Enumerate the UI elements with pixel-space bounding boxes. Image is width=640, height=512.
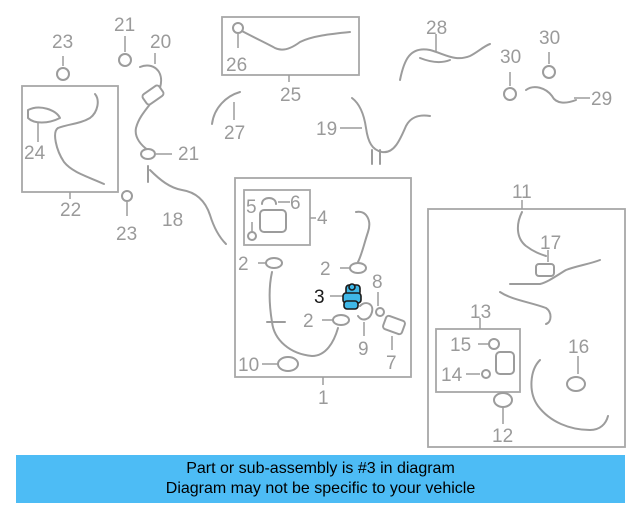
- callout-21a: 21: [114, 15, 135, 36]
- part-19-clip: [371, 149, 381, 165]
- part-28-hose: [399, 43, 491, 81]
- box-22: [21, 85, 119, 193]
- part-1-hose-upper: [355, 210, 371, 263]
- callout-21b: 21: [178, 144, 199, 165]
- part-14-seal: [481, 369, 491, 379]
- info-banner: Part or sub-assembly is #3 in diagram Di…: [16, 455, 625, 503]
- callout-17: 17: [540, 233, 561, 254]
- callout-23a: 23: [52, 32, 73, 53]
- banner-line-1: Part or sub-assembly is #3 in diagram: [186, 460, 455, 477]
- part-13-housing: [495, 351, 515, 375]
- part-10-clamp: [277, 356, 299, 372]
- part-1-pipe-lower: [268, 271, 339, 357]
- part-17-pipe: [509, 259, 601, 285]
- callout-14: 14: [441, 365, 463, 386]
- callout-5: 5: [246, 197, 257, 218]
- callout-30b: 30: [539, 28, 560, 49]
- part-21-clamp-mid: [140, 148, 172, 160]
- part-28-tube: [419, 57, 451, 64]
- box-11: [427, 208, 626, 448]
- callout-3[interactable]: 3: [314, 287, 325, 308]
- part-26-clamp: [232, 22, 244, 34]
- callout-22: 22: [60, 200, 81, 221]
- callout-4: 4: [317, 208, 328, 229]
- callout-6: 6: [290, 193, 301, 214]
- callout-19: 19: [316, 119, 337, 140]
- banner-line-2: Diagram may not be specific to your vehi…: [165, 480, 476, 497]
- callout-25: 25: [280, 85, 301, 106]
- callout-13: 13: [470, 302, 491, 323]
- callout-27: 27: [224, 123, 245, 144]
- part-24-pipe: [54, 93, 105, 185]
- callout-16: 16: [568, 337, 589, 358]
- part-17-tee: [535, 263, 555, 277]
- callout-23b: 23: [116, 224, 137, 245]
- part-16-clamp: [566, 376, 586, 392]
- part-6-thermostat: [261, 197, 277, 205]
- callout-24: 24: [24, 143, 46, 164]
- part-29-hose: [525, 86, 577, 104]
- callout-12: 12: [492, 426, 513, 447]
- part-16-hose: [530, 359, 609, 431]
- part-7-sensor: [382, 314, 406, 336]
- part-2-clamp-c: [332, 314, 350, 326]
- callout-30a: 30: [500, 47, 521, 68]
- box-25: [221, 16, 360, 76]
- callout-9: 9: [358, 339, 369, 360]
- callout-18: 18: [162, 210, 183, 231]
- part-24-bracket: [27, 106, 61, 124]
- part-23b-clamp: [121, 190, 133, 216]
- callout-8: 8: [372, 272, 383, 293]
- part-3-highlighted[interactable]: [330, 283, 362, 310]
- leaders-5-6: [251, 201, 290, 232]
- part-15-fitting: [488, 338, 500, 350]
- callout-11: 11: [512, 182, 532, 203]
- part-2-clamp-a: [265, 257, 283, 269]
- callout-26: 26: [226, 55, 247, 76]
- part-5-seal: [247, 231, 257, 241]
- callout-2a: 2: [238, 254, 249, 275]
- callout-15: 15: [450, 335, 471, 356]
- part-12-clamp: [493, 392, 513, 408]
- box-13: [435, 328, 521, 393]
- part-2-clamp-b: [349, 262, 367, 274]
- part-25-pipe: [239, 29, 351, 51]
- callout-20: 20: [150, 32, 171, 53]
- part-11-branch: [499, 291, 552, 325]
- callout-2b: 2: [320, 259, 331, 280]
- part-6-housing: [259, 209, 287, 233]
- part-9-ring: [357, 302, 374, 321]
- part-19-hose: [351, 97, 431, 154]
- part-27-hose: [211, 91, 241, 125]
- part-18-pipe: [149, 169, 227, 245]
- part-30-clamps: [503, 52, 556, 101]
- part-20-hose: [134, 64, 163, 151]
- callout-28: 28: [426, 18, 447, 39]
- part-11-hose: [516, 211, 547, 257]
- part-8-seal: [375, 307, 385, 317]
- callout-7: 7: [386, 353, 397, 374]
- callout-1: 1: [318, 388, 329, 409]
- part-21-clamp-top: [118, 36, 132, 67]
- part-23-clamp: [56, 56, 70, 81]
- callout-10: 10: [238, 355, 259, 376]
- part-20-coupling: [141, 84, 165, 106]
- callout-2c: 2: [303, 311, 314, 332]
- callout-29: 29: [591, 89, 612, 110]
- leaders-2: [258, 262, 350, 321]
